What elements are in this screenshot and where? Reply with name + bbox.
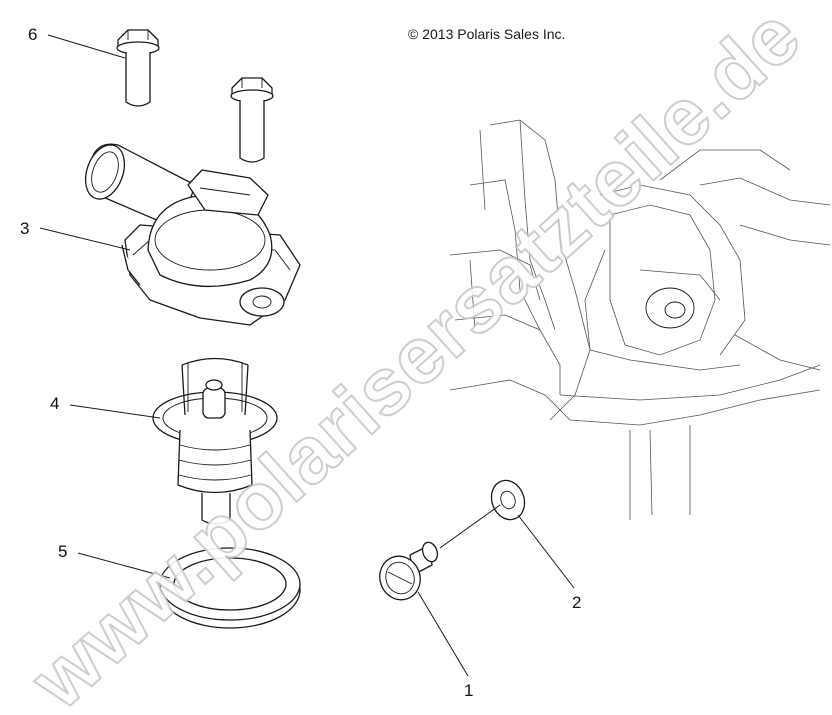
callout-2: 2 (572, 593, 581, 612)
callout-5: 5 (58, 542, 67, 561)
callout-6: 6 (28, 25, 37, 44)
bolt-right (230, 77, 274, 163)
callout-4: 4 (50, 394, 59, 413)
thermostat-housing (84, 143, 301, 326)
callout-numbers: 6 3 4 5 1 2 (20, 25, 581, 700)
leader-lines (39, 34, 575, 677)
callout-3: 3 (20, 219, 29, 238)
callout-1: 1 (464, 681, 473, 700)
washer (490, 479, 526, 521)
drain-screw (379, 541, 439, 601)
bolt-left (116, 29, 160, 107)
copyright-notice: © 2013 Polaris Sales Inc. (408, 26, 566, 42)
engine-housing (449, 119, 831, 520)
gasket-ring (159, 547, 301, 629)
thermostat (152, 357, 278, 525)
